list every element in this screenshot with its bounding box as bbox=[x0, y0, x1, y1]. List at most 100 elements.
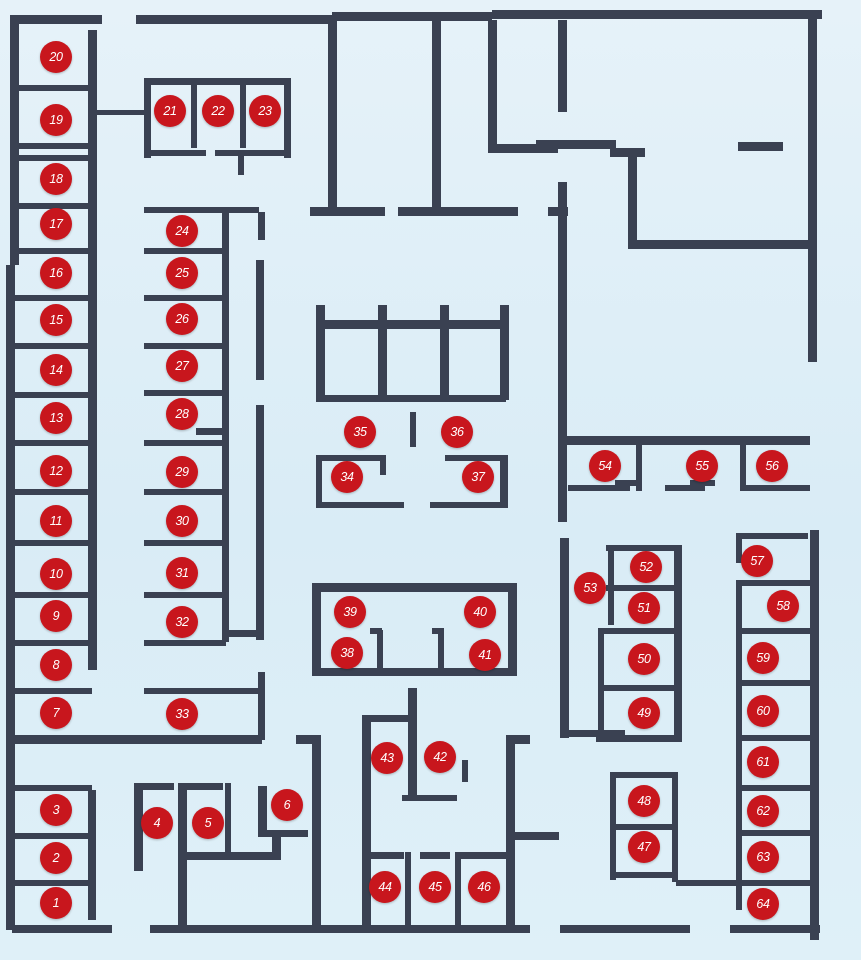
wall-segment bbox=[455, 852, 461, 925]
wall-segment bbox=[296, 735, 320, 744]
room-marker-5[interactable]: 5 bbox=[192, 807, 224, 839]
room-marker-48[interactable]: 48 bbox=[628, 785, 660, 817]
room-marker-26[interactable]: 26 bbox=[166, 303, 198, 335]
room-marker-38[interactable]: 38 bbox=[331, 637, 363, 669]
room-marker-42[interactable]: 42 bbox=[424, 741, 456, 773]
wall-segment bbox=[736, 580, 742, 910]
room-marker-14[interactable]: 14 bbox=[40, 354, 72, 386]
wall-segment bbox=[316, 305, 325, 400]
wall-segment bbox=[12, 440, 92, 446]
room-marker-58[interactable]: 58 bbox=[767, 590, 799, 622]
room-marker-64[interactable]: 64 bbox=[747, 888, 779, 920]
room-marker-29[interactable]: 29 bbox=[166, 456, 198, 488]
room-marker-43[interactable]: 43 bbox=[371, 742, 403, 774]
wall-segment bbox=[736, 580, 810, 586]
room-marker-21[interactable]: 21 bbox=[154, 95, 186, 127]
room-marker-50[interactable]: 50 bbox=[628, 643, 660, 675]
room-marker-44[interactable]: 44 bbox=[369, 871, 401, 903]
room-marker-47[interactable]: 47 bbox=[628, 831, 660, 863]
room-marker-37[interactable]: 37 bbox=[462, 461, 494, 493]
room-marker-17[interactable]: 17 bbox=[40, 208, 72, 240]
room-marker-36[interactable]: 36 bbox=[441, 416, 473, 448]
room-marker-49[interactable]: 49 bbox=[628, 697, 660, 729]
room-marker-18[interactable]: 18 bbox=[40, 163, 72, 195]
wall-segment bbox=[12, 785, 92, 791]
wall-segment bbox=[672, 772, 678, 882]
wall-segment bbox=[736, 628, 810, 634]
room-marker-19[interactable]: 19 bbox=[40, 104, 72, 136]
room-marker-2[interactable]: 2 bbox=[40, 842, 72, 874]
room-marker-1[interactable]: 1 bbox=[40, 887, 72, 919]
room-marker-55[interactable]: 55 bbox=[686, 450, 718, 482]
room-marker-20[interactable]: 20 bbox=[40, 41, 72, 73]
wall-segment bbox=[12, 540, 92, 546]
wall-segment bbox=[596, 735, 682, 742]
room-marker-11[interactable]: 11 bbox=[40, 505, 72, 537]
room-marker-9[interactable]: 9 bbox=[40, 600, 72, 632]
wall-segment bbox=[492, 10, 622, 19]
wall-segment bbox=[380, 455, 386, 475]
wall-segment bbox=[362, 715, 371, 925]
room-marker-56[interactable]: 56 bbox=[756, 450, 788, 482]
room-marker-33[interactable]: 33 bbox=[166, 698, 198, 730]
wall-segment bbox=[6, 265, 15, 930]
room-marker-41[interactable]: 41 bbox=[469, 639, 501, 671]
wall-segment bbox=[606, 585, 682, 591]
wall-segment bbox=[514, 832, 559, 840]
wall-segment bbox=[144, 640, 226, 646]
room-marker-63[interactable]: 63 bbox=[747, 841, 779, 873]
wall-segment bbox=[598, 628, 682, 634]
wall-segment bbox=[258, 672, 265, 740]
wall-segment bbox=[636, 445, 642, 491]
room-marker-34[interactable]: 34 bbox=[331, 461, 363, 493]
room-marker-10[interactable]: 10 bbox=[40, 558, 72, 590]
room-marker-30[interactable]: 30 bbox=[166, 505, 198, 537]
room-marker-15[interactable]: 15 bbox=[40, 304, 72, 336]
wall-segment bbox=[506, 735, 515, 930]
wall-segment bbox=[674, 545, 682, 735]
wall-segment bbox=[178, 852, 187, 930]
room-marker-8[interactable]: 8 bbox=[40, 649, 72, 681]
room-marker-61[interactable]: 61 bbox=[747, 746, 779, 778]
room-marker-4[interactable]: 4 bbox=[141, 807, 173, 839]
wall-segment bbox=[736, 830, 810, 836]
room-marker-12[interactable]: 12 bbox=[40, 455, 72, 487]
room-marker-57[interactable]: 57 bbox=[741, 545, 773, 577]
room-marker-3[interactable]: 3 bbox=[40, 794, 72, 826]
room-marker-53[interactable]: 53 bbox=[574, 572, 606, 604]
wall-segment bbox=[610, 824, 678, 830]
room-marker-62[interactable]: 62 bbox=[747, 795, 779, 827]
room-marker-23[interactable]: 23 bbox=[249, 95, 281, 127]
wall-segment bbox=[402, 795, 457, 801]
room-marker-13[interactable]: 13 bbox=[40, 402, 72, 434]
wall-segment bbox=[736, 785, 810, 791]
room-marker-45[interactable]: 45 bbox=[419, 871, 451, 903]
wall-segment bbox=[12, 833, 92, 839]
room-marker-39[interactable]: 39 bbox=[334, 596, 366, 628]
wall-segment bbox=[610, 148, 645, 157]
room-marker-59[interactable]: 59 bbox=[747, 642, 779, 674]
wall-segment bbox=[144, 489, 226, 495]
room-marker-60[interactable]: 60 bbox=[747, 695, 779, 727]
room-marker-25[interactable]: 25 bbox=[166, 257, 198, 289]
room-marker-35[interactable]: 35 bbox=[344, 416, 376, 448]
room-marker-24[interactable]: 24 bbox=[166, 215, 198, 247]
wall-segment bbox=[378, 305, 387, 400]
room-marker-52[interactable]: 52 bbox=[630, 551, 662, 583]
room-marker-7[interactable]: 7 bbox=[40, 697, 72, 729]
room-marker-28[interactable]: 28 bbox=[166, 398, 198, 430]
room-marker-51[interactable]: 51 bbox=[628, 592, 660, 624]
wall-segment bbox=[316, 455, 322, 507]
room-marker-46[interactable]: 46 bbox=[468, 871, 500, 903]
room-marker-27[interactable]: 27 bbox=[166, 350, 198, 382]
room-marker-54[interactable]: 54 bbox=[589, 450, 621, 482]
room-marker-16[interactable]: 16 bbox=[40, 257, 72, 289]
room-marker-40[interactable]: 40 bbox=[464, 596, 496, 628]
wall-segment bbox=[90, 110, 150, 115]
room-marker-6[interactable]: 6 bbox=[271, 789, 303, 821]
room-marker-22[interactable]: 22 bbox=[202, 95, 234, 127]
wall-segment bbox=[12, 489, 92, 495]
room-marker-32[interactable]: 32 bbox=[166, 606, 198, 638]
room-marker-31[interactable]: 31 bbox=[166, 557, 198, 589]
wall-segment bbox=[215, 150, 291, 156]
